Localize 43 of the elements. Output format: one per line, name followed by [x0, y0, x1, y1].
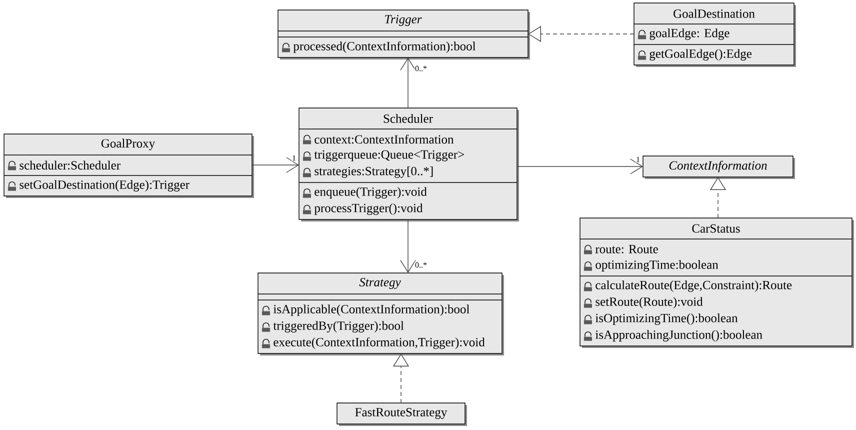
class-name: FastRouteStrategy: [355, 408, 448, 419]
class-box: [336, 402, 467, 426]
class-box: [634, 2, 796, 67]
class-name: Strategy: [359, 278, 401, 289]
class-box: [298, 108, 519, 222]
attribute: route: Route: [595, 245, 658, 254]
method: enqueue(Trigger):void: [314, 187, 427, 198]
attribute: triggerqueue:Queue<Trigger>: [314, 150, 464, 162]
class-name: ContextInformation: [669, 160, 767, 172]
class-box: [278, 10, 530, 60]
method: calculateRoute(Edge,Constraint):Route: [596, 280, 792, 292]
class-box: [642, 156, 795, 179]
method: isApproachingJunction():boolean: [595, 330, 762, 342]
association-arrow: [400, 219, 416, 273]
method: execute(ContextInformation,Trigger):void: [274, 337, 485, 349]
attribute: context:ContextInformation: [314, 134, 454, 144]
association-arrow: [252, 157, 300, 173]
multiplicity-label: 0..*: [415, 262, 427, 268]
class-name: Trigger: [385, 15, 422, 26]
association-arrow: [516, 158, 643, 174]
class-name: GoalProxy: [101, 138, 156, 150]
method: triggeredBy(Trigger):bool: [273, 321, 404, 332]
method: setRoute(Route):void: [596, 297, 703, 308]
class-box: [4, 134, 254, 198]
attribute: strategies:Strategy[0..*]: [314, 166, 433, 178]
method: processed(ContextInformation):bool: [293, 41, 476, 53]
multiplicity-label: 0..*: [415, 66, 427, 72]
attribute: scheduler:Scheduler: [20, 160, 120, 170]
class-box: [258, 272, 504, 356]
multiplicity-label: 1: [292, 155, 296, 161]
class-name: GoalDestination: [674, 9, 755, 18]
attribute: goalEdge: Edge: [650, 28, 730, 40]
method: isApplicable(ContextInformation):bool: [273, 304, 470, 316]
association-arrow: [400, 58, 416, 108]
method: processTrigger():void: [314, 204, 423, 215]
attribute: optimizingTime:boolean: [596, 260, 718, 272]
class-box: [580, 218, 854, 348]
method: isOptimizingTime():boolean: [595, 314, 738, 325]
method: getGoalEdge():Edge: [650, 49, 752, 60]
method: setGoalDestination(Edge):Trigger: [20, 180, 190, 192]
class-name: Scheduler: [384, 114, 433, 123]
class-name: CarStatus: [692, 224, 740, 233]
multiplicity-label: 1: [636, 156, 640, 162]
